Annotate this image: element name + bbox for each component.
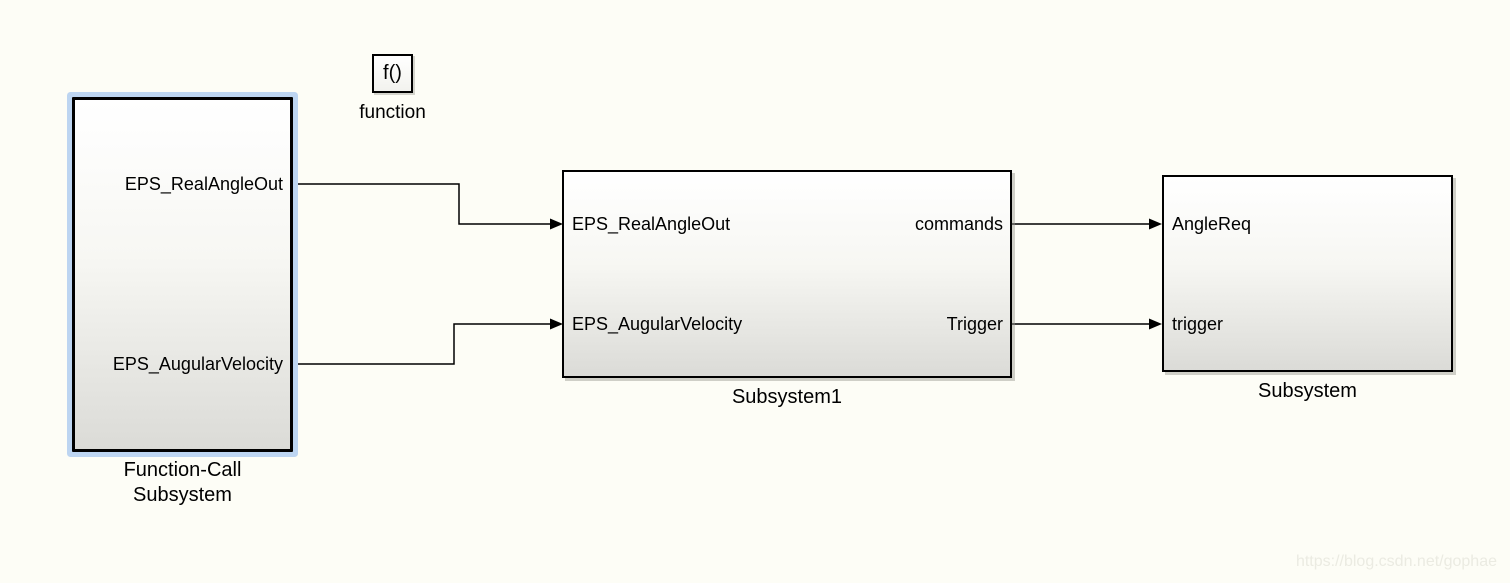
wire-eps-augularvelocity[interactable] — [293, 318, 563, 365]
block-name-line: Subsystem — [133, 484, 232, 506]
wire-eps-realangleout[interactable] — [293, 183, 563, 230]
output-port-label: EPS_AugularVelocity — [112, 354, 283, 374]
block-function-trigger[interactable]: f() — [372, 54, 413, 93]
block-name-subsystem[interactable]: Subsystem — [1258, 380, 1357, 402]
input-port-label: EPS_AugularVelocity — [572, 314, 743, 334]
block-name-line: Function-Call — [123, 459, 242, 481]
block-function-call-subsystem[interactable]: EPS_RealAngleOut EPS_AugularVelocity — [72, 97, 293, 452]
watermark: https://blog.csdn.net/gophae — [1295, 553, 1497, 570]
function-call-icon: f() — [383, 62, 402, 84]
input-port-label: AngleReq — [1172, 214, 1252, 234]
block-name-function-call-subsystem[interactable]: Function-Call Subsystem — [72, 458, 293, 508]
block-name-function[interactable]: function — [359, 102, 426, 123]
block-name-subsystem1[interactable]: Subsystem1 — [731, 386, 843, 408]
wire-trigger-trigger[interactable] — [1012, 318, 1162, 330]
input-port-label: trigger — [1172, 314, 1224, 334]
output-port-label: EPS_RealAngleOut — [124, 174, 283, 194]
output-port-label: commands — [914, 214, 1003, 234]
block-subsystem[interactable]: AngleReq trigger — [1162, 175, 1453, 372]
input-port-label: EPS_RealAngleOut — [572, 214, 731, 234]
wire-commands-anglereq[interactable] — [1012, 218, 1162, 230]
block-subsystem1[interactable]: EPS_RealAngleOut EPS_AugularVelocity com… — [562, 170, 1012, 378]
output-port-label: Trigger — [946, 314, 1003, 334]
